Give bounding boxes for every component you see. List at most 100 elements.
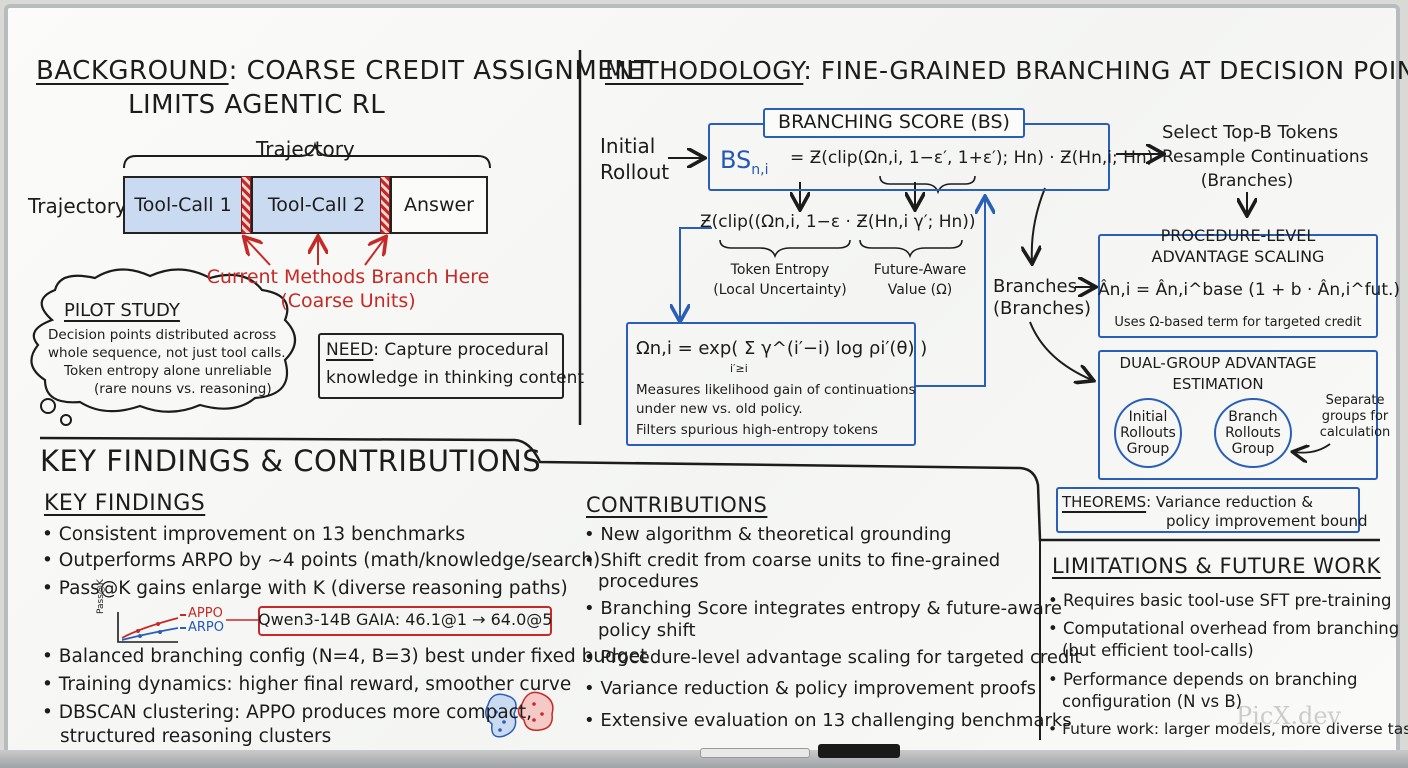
contribution-item: • Extensive evaluation on 13 challenging… <box>584 710 1072 731</box>
dual-group-title: DUAL-GROUP ADVANTAGE <box>1119 354 1317 372</box>
bs-formula-rhs: = Ƶ(clip(Ωn,i, 1−ε′, 1+ε′); Hn) · Ƶ(Hn,i… <box>790 148 1154 168</box>
finding-item: • Pass@K gains enlarge with K (diverse r… <box>42 578 568 599</box>
dbscan-clusters-doodle <box>485 691 554 738</box>
sub-formula: Ƶ(clip((Ωn,i, 1−ε · Ƶ(Hn,i γ′; Hn)) <box>700 212 976 232</box>
procedure-level-formula: Ân,i = Ân,i^base (1 + b · Ân,i^fut.) <box>1098 280 1401 300</box>
contribution-item: • Variance reduction & policy improvemen… <box>584 678 1036 699</box>
omega-line: under new vs. old policy. <box>636 401 803 417</box>
watermark: PicX.dev <box>1236 702 1342 730</box>
procedure-level-note: Uses Ω-based term for targeted credit <box>1114 315 1362 330</box>
pilot-study-title: PILOT STUDY <box>64 300 180 321</box>
branch-note: Current Methods Branch Here <box>206 266 490 288</box>
limitation-item: • Computational overhead from branching <box>1048 619 1400 638</box>
contribution-item: • Procedure-level advantage scaling for … <box>584 647 1082 668</box>
background-heading-line2: LIMITS AGENTIC RL <box>128 90 386 120</box>
pilot-line: Token entropy alone unreliable <box>64 363 272 379</box>
trajectory-brace-label: Trajectory <box>256 137 355 161</box>
background-heading: BACKGROUND: COARSE CREDIT ASSIGNMENT <box>36 56 651 86</box>
whiteboard-frame <box>4 4 1400 756</box>
mini-chart-axes <box>117 612 178 643</box>
findings-divider <box>39 436 1380 542</box>
trajectory-row-label: Trajectory <box>28 194 127 218</box>
procedure-level-title: PROCEDURE-LEVEL <box>1160 226 1316 245</box>
segment-answer: Answer <box>390 176 488 234</box>
marker-blue[interactable] <box>700 748 810 758</box>
contribution-item: • Shift credit from coarse units to fine… <box>584 550 1001 571</box>
initial-rollout-label-2: Rollout <box>600 160 670 184</box>
branches-label-sub: (Branches) <box>993 298 1091 319</box>
finding-item: • Balanced branching config (N=4, B=3) b… <box>42 646 648 667</box>
mini-chart-appo <box>121 617 179 639</box>
theorems-box <box>1056 487 1360 533</box>
finding-item: • DBSCAN clustering: APPO produces more … <box>42 702 532 723</box>
bs-lhs: BSn,i <box>720 146 769 178</box>
qwen-callout-box <box>258 606 552 636</box>
contribution-item-cont: procedures <box>598 571 699 592</box>
thought-bubble <box>30 268 297 413</box>
finding-item: • Consistent improvement on 13 benchmark… <box>42 524 466 545</box>
select-top-b: Select Top-B Tokens <box>1162 122 1339 143</box>
qwen-callout: Qwen3-14B GAIA: 46.1@1 → 64.0@5 <box>258 610 553 629</box>
finding-item-cont: structured reasoning clusters <box>60 726 332 747</box>
future-aware-sub: Value (Ω) <box>887 282 953 298</box>
legend-appo: APPO <box>188 606 223 621</box>
legend-arpo: ARPO <box>188 620 224 635</box>
omega-line: Filters spurious high-entropy tokens <box>636 422 878 438</box>
initial-rollout-label: Initial <box>600 134 656 158</box>
token-entropy-label: Token Entropy <box>730 262 830 278</box>
branches-paren: (Branches) <box>1200 171 1294 191</box>
branch-marker <box>241 176 251 234</box>
pilot-line: (rare nouns vs. reasoning) <box>94 381 272 397</box>
branches-label: Branches <box>993 276 1077 297</box>
dual-group-box <box>1098 350 1378 480</box>
eraser[interactable] <box>818 744 900 758</box>
segment-tool-call-1: Tool-Call 1 <box>123 176 243 234</box>
trajectory-brace <box>123 141 491 169</box>
limitations-heading: LIMITATIONS & FUTURE WORK <box>1052 554 1381 578</box>
omega-box <box>626 322 916 446</box>
finding-item: • Outperforms ARPO by ~4 points (math/kn… <box>42 550 601 571</box>
omega-line: Measures likelihood gain of continuation… <box>636 382 916 398</box>
limitation-item: • Future work: larger models, more diver… <box>1048 720 1408 738</box>
branching-score-title: BRANCHING SCORE (BS) <box>778 111 1010 133</box>
contribution-item: • Branching Score integrates entropy & f… <box>584 598 1062 619</box>
limitation-item: • Requires basic tool-use SFT pre-traini… <box>1048 591 1392 610</box>
theorems-line1: THEOREMS: Variance reduction & <box>1062 493 1314 511</box>
pilot-line: Decision points distributed across <box>48 327 277 343</box>
procedure-level-box <box>1098 234 1378 338</box>
need-box <box>318 333 564 399</box>
omega-sum-index: i′≥i <box>730 362 748 375</box>
methodology-heading: METHODOLOGY: FINE-GRAINED BRANCHING AT D… <box>605 56 1408 85</box>
branching-score-title-box <box>763 108 1025 138</box>
mini-chart-arpo <box>121 627 179 641</box>
resample-continuations: Resample Continuations <box>1162 147 1369 167</box>
token-entropy-sub: (Local Uncertainty) <box>713 282 847 298</box>
branch-note-sub: (Coarse Units) <box>280 290 416 312</box>
procedure-level-title-2: ADVANTAGE SCALING <box>1151 247 1325 266</box>
marker-tray <box>0 750 1408 768</box>
need-line2: knowledge in thinking content <box>326 368 585 388</box>
limitation-item-cont: configuration (N vs B) <box>1062 692 1243 711</box>
contribution-item-cont: policy shift <box>598 620 696 641</box>
limitation-item: • Performance depends on branching <box>1048 670 1358 689</box>
findings-section-heading: KEY FINDINGS & CONTRIBUTIONS <box>40 444 542 478</box>
theorems-line2: policy improvement bound <box>1166 512 1368 530</box>
omega-formula: Ωn,i = exp( Σ γ^(i′−i) log ρi′(θ) ) <box>636 338 928 359</box>
pilot-line: whole sequence, not just tool calls. <box>48 345 286 361</box>
future-aware-label: Future-Aware <box>873 262 967 278</box>
mini-chart-ylabel: Pass@K <box>96 579 106 614</box>
dual-group-title-2: ESTIMATION <box>1172 375 1264 393</box>
finding-item: • Training dynamics: higher final reward… <box>42 674 572 695</box>
key-findings-heading: KEY FINDINGS <box>44 491 206 516</box>
need-line1: NEED: Capture procedural <box>326 340 549 360</box>
contributions-heading: CONTRIBUTIONS <box>586 493 768 517</box>
limitation-item-cont: (but efficient tool-calls) <box>1062 641 1254 660</box>
contribution-item: • New algorithm & theoretical grounding <box>584 524 952 545</box>
segment-tool-call-2: Tool-Call 2 <box>251 176 382 234</box>
branch-marker <box>380 176 390 234</box>
